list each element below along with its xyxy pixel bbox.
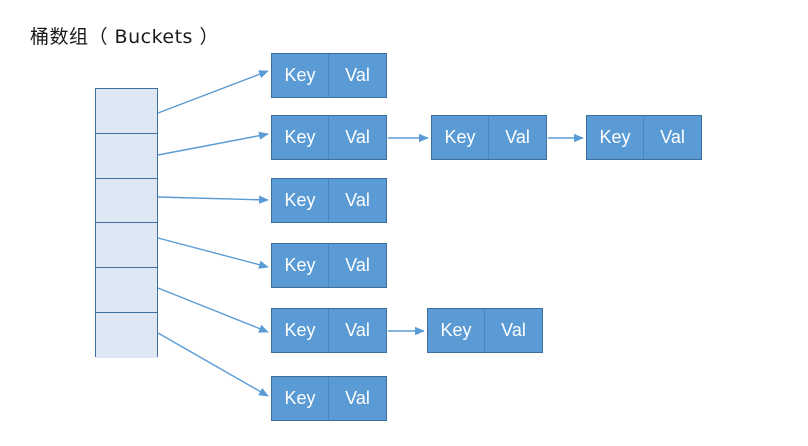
page-title: 桶数组（ Buckets ）: [30, 26, 219, 48]
bucket-array: [95, 88, 158, 358]
node-val-label: Val: [345, 127, 370, 147]
node-val-label: Val: [345, 190, 370, 210]
entry-node-r4-n1[interactable]: Key Val: [427, 308, 543, 353]
bucket-cell-2[interactable]: [96, 178, 157, 224]
entry-node-r1-n1[interactable]: Key Val: [431, 115, 547, 160]
entry-node-r3-n0[interactable]: Key Val: [271, 243, 387, 288]
node-val-label: Val: [345, 65, 370, 85]
bucket-cell-5[interactable]: [96, 313, 157, 358]
node-key-label: Key: [587, 116, 644, 159]
entry-node-r4-n0[interactable]: Key Val: [271, 308, 387, 353]
entry-node-r1-n2[interactable]: Key Val: [586, 115, 702, 160]
node-val-label: Val: [345, 255, 370, 275]
bucket-cell-4[interactable]: [96, 268, 157, 314]
node-key-label: Key: [272, 244, 329, 287]
node-key-label: Key: [272, 377, 329, 420]
bucket-arrow-0: [157, 70, 269, 114]
node-key-label: Key: [272, 179, 329, 222]
bucket-arrow-4: [157, 287, 269, 333]
bucket-cell-1[interactable]: [96, 133, 157, 179]
bucket-arrow-3: [157, 237, 269, 269]
node-val-label: Val: [345, 320, 370, 340]
node-val-label: Val: [345, 388, 370, 408]
node-key-label: Key: [428, 309, 485, 352]
bucket-cell-3[interactable]: [96, 223, 157, 269]
entry-node-r1-n0[interactable]: Key Val: [271, 115, 387, 160]
entry-node-r2-n0[interactable]: Key Val: [271, 178, 387, 223]
entry-node-r5-n0[interactable]: Key Val: [271, 376, 387, 421]
bucket-cell-0[interactable]: [96, 89, 157, 134]
node-key-label: Key: [272, 116, 329, 159]
bucket-arrow-2: [157, 195, 269, 204]
bucket-arrow-1: [157, 131, 269, 156]
node-val-label: Val: [501, 320, 526, 340]
node-val-label: Val: [505, 127, 530, 147]
node-key-label: Key: [432, 116, 489, 159]
node-key-label: Key: [272, 54, 329, 97]
bucket-arrow-5: [157, 332, 269, 397]
entry-node-r0-n0[interactable]: Key Val: [271, 53, 387, 98]
node-key-label: Key: [272, 309, 329, 352]
node-val-label: Val: [660, 127, 685, 147]
